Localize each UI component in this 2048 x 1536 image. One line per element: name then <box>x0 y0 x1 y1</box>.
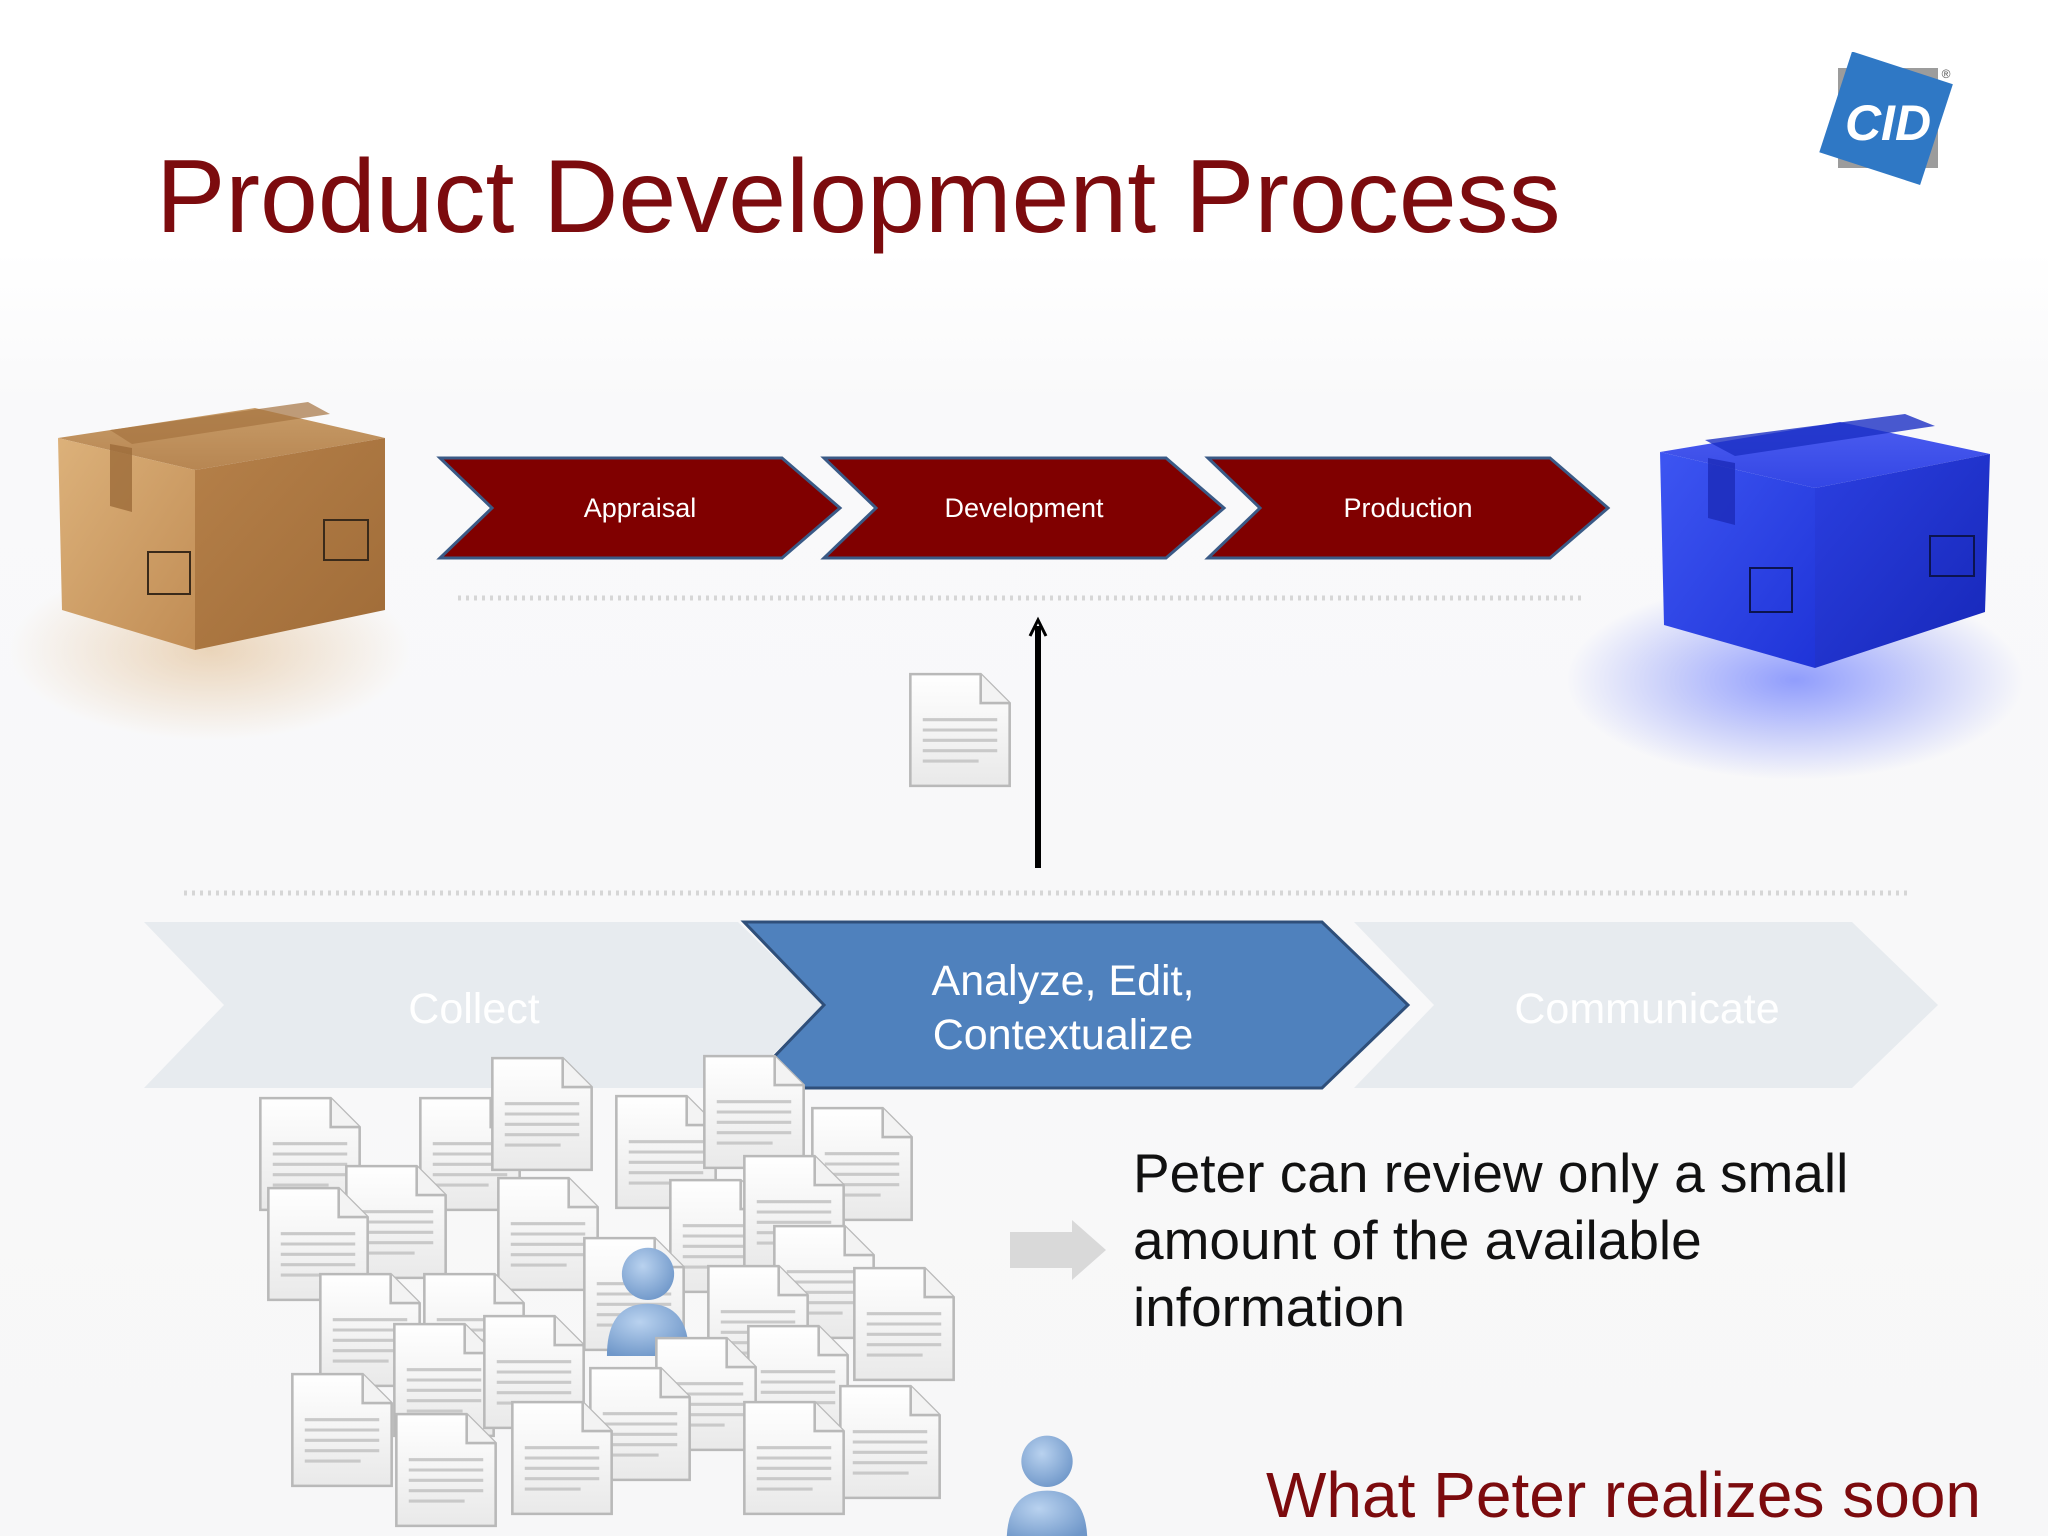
cid-logo-icon: CID ® <box>1819 51 1953 186</box>
slide-title: Product Development Process <box>156 139 1561 255</box>
document-pile <box>258 1054 956 1528</box>
document-icon <box>490 1056 594 1172</box>
svg-text:®: ® <box>1942 67 1951 81</box>
footer-text: What Peter realizes soon <box>1266 1459 1981 1531</box>
svg-text:CID: CID <box>1845 95 1931 151</box>
stage-label-appraisal: Appraisal <box>583 493 697 523</box>
up-arrow-icon <box>1028 616 1048 868</box>
bottom-chevron-3 <box>1354 922 1938 1088</box>
document-icon <box>394 1412 498 1528</box>
document-icon <box>290 1372 394 1488</box>
bottom-chevron-2 <box>740 920 1411 1090</box>
bottom-chevron-1 <box>144 922 824 1088</box>
document-icon <box>496 1176 600 1292</box>
bottom-process-chevrons <box>144 920 1938 1090</box>
stage-label-communicate: Communicate <box>1514 985 1780 1033</box>
document-icon <box>742 1400 846 1516</box>
right-arrow-icon <box>1010 1220 1106 1280</box>
top-chevron-1 <box>436 456 843 560</box>
cardboard-box-icon <box>10 402 410 740</box>
callout-text: Peter can review only a small amount of … <box>1133 1142 1849 1338</box>
document-icon <box>510 1400 614 1516</box>
cid-logo: CID ® <box>1818 51 1958 192</box>
top-chevron-3 <box>1204 456 1611 560</box>
blue-box-icon <box>1565 414 2025 780</box>
top-process-chevrons <box>436 456 1611 560</box>
document-icon <box>702 1054 806 1170</box>
stage-label-production: Production <box>1343 493 1473 523</box>
document-icon <box>852 1266 956 1382</box>
person-icon <box>1006 1435 1088 1536</box>
stage-label-analyze: Analyze, Edit, Contextualize <box>931 957 1195 1059</box>
top-chevron-2 <box>820 456 1227 560</box>
stage-label-collect: Collect <box>408 985 540 1033</box>
document-icon <box>838 1384 942 1500</box>
stage-label-development: Development <box>944 493 1104 523</box>
document-icon <box>908 672 1012 788</box>
